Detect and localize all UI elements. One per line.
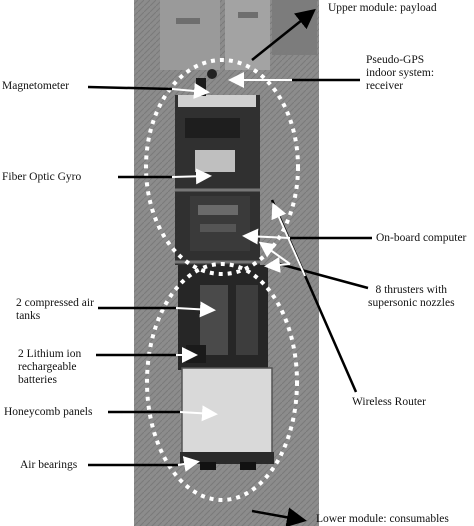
label-upper-module: Upper module: payload bbox=[328, 2, 437, 14]
label-thrusters: 8 thrusters with supersonic nozzles bbox=[368, 284, 455, 309]
top-plate bbox=[178, 95, 256, 107]
leader-magnetometer bbox=[87, 85, 173, 91]
receiver-post bbox=[196, 78, 206, 96]
label-batteries: 2 Lithium ion rechargeable batteries bbox=[18, 348, 82, 386]
label-air-bearings: Air bearings bbox=[20, 459, 78, 471]
arrow-lower-module bbox=[251, 507, 307, 526]
photo bbox=[134, 0, 319, 526]
honeycomb-panel bbox=[182, 368, 272, 454]
label-lower-module: Lower module: consumables bbox=[316, 513, 449, 525]
cabinet-left bbox=[160, 0, 220, 70]
label-compressed-air: 2 compressed air tanks bbox=[16, 297, 94, 322]
gyro-unit bbox=[195, 150, 235, 172]
label-wireless-router: Wireless Router bbox=[352, 396, 426, 408]
arrow-upper-module bbox=[251, 8, 316, 61]
lower-module-outline bbox=[145, 262, 299, 502]
cabinet-middle bbox=[225, 0, 270, 70]
computer-board bbox=[190, 196, 250, 251]
leader-thrusters bbox=[271, 260, 369, 290]
receiver-dome bbox=[207, 69, 217, 79]
label-pseudo-gps: Pseudo-GPS indoor system: receiver bbox=[366, 54, 435, 92]
air-tank bbox=[200, 285, 228, 355]
air-bearing bbox=[200, 462, 216, 470]
label-magnetometer: Magnetometer bbox=[2, 80, 70, 92]
label-fiber-optic-gyro: Fiber Optic Gyro bbox=[2, 171, 82, 183]
label-onboard-computer: On-board computer bbox=[376, 232, 467, 244]
upper-module-outline bbox=[144, 58, 300, 276]
label-honeycomb: Honeycomb panels bbox=[4, 406, 93, 418]
magnetometer-box bbox=[185, 118, 240, 138]
base-plate bbox=[180, 452, 274, 464]
